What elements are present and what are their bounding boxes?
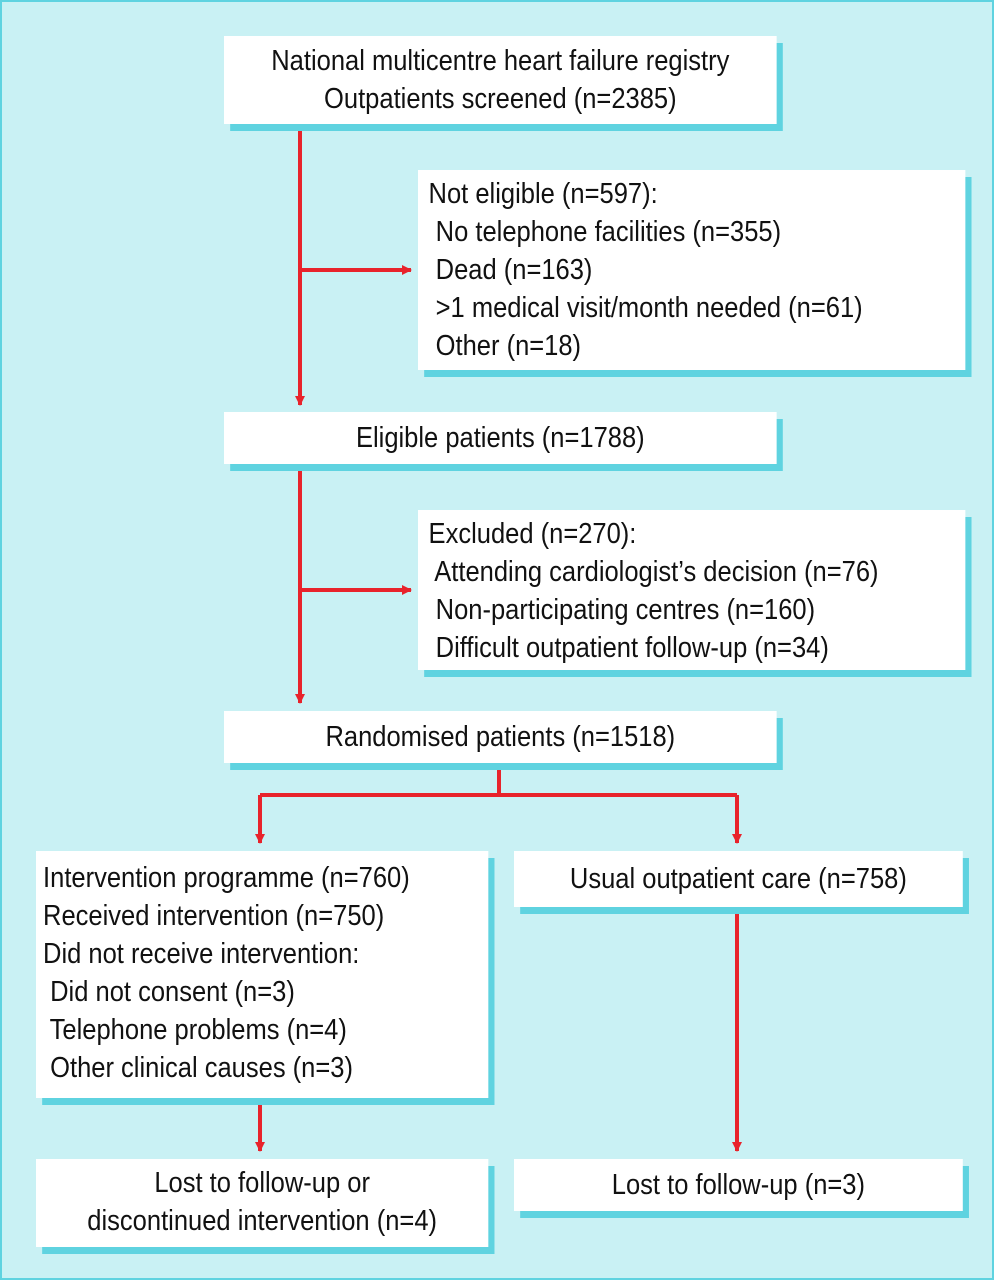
randomised-label: Randomised patients (n=1518) xyxy=(325,721,676,753)
eligible-box: Eligible patients (n=1788) xyxy=(224,412,777,464)
registry-line-1: National multicentre heart failure regis… xyxy=(271,45,730,77)
registry-line-2: Outpatients screened (n=2385) xyxy=(324,83,677,115)
excluded-reason: Non-participating centres (n=160) xyxy=(428,594,816,626)
intervention-reason: Did not consent (n=3) xyxy=(43,976,295,1008)
intervention-not-received: Did not receive intervention: xyxy=(43,938,360,970)
excluded-box: Excluded (n=270): Attending cardiologist… xyxy=(418,510,966,670)
lost-intervention-box: Lost to follow-up or discontinued interv… xyxy=(36,1159,489,1247)
lost-intervention-line-1: Lost to follow-up or xyxy=(154,1167,370,1199)
eligible-label: Eligible patients (n=1788) xyxy=(355,422,645,454)
registry-box: National multicentre heart failure regis… xyxy=(224,36,777,124)
not-eligible-reason: No telephone facilities (n=355) xyxy=(428,216,782,248)
intervention-reason: Telephone problems (n=4) xyxy=(43,1014,347,1046)
intervention-box: Intervention programme (n=760) Received … xyxy=(36,851,489,1098)
excluded-heading: Excluded (n=270): xyxy=(428,518,637,550)
lost-usual-label: Lost to follow-up (n=3) xyxy=(611,1169,865,1201)
usual-care-box: Usual outpatient care (n=758) xyxy=(514,851,963,907)
not-eligible-reason: Dead (n=163) xyxy=(428,254,593,286)
not-eligible-heading: Not eligible (n=597): xyxy=(428,178,658,210)
not-eligible-reason: Other (n=18) xyxy=(428,330,582,362)
not-eligible-reason: >1 medical visit/month needed (n=61) xyxy=(428,292,863,324)
excluded-reason: Attending cardiologist’s decision (n=76) xyxy=(428,556,879,588)
intervention-reason: Other clinical causes (n=3) xyxy=(43,1052,353,1084)
intervention-received: Received intervention (n=750) xyxy=(43,900,385,932)
usual-care-label: Usual outpatient care (n=758) xyxy=(569,863,907,895)
lost-intervention-line-2: discontinued intervention (n=4) xyxy=(87,1205,438,1237)
excluded-reason: Difficult outpatient follow-up (n=34) xyxy=(428,632,829,664)
intervention-heading: Intervention programme (n=760) xyxy=(43,862,410,894)
randomised-box: Randomised patients (n=1518) xyxy=(224,711,777,763)
lost-usual-box: Lost to follow-up (n=3) xyxy=(514,1159,963,1211)
not-eligible-box: Not eligible (n=597): No telephone facil… xyxy=(418,170,966,370)
